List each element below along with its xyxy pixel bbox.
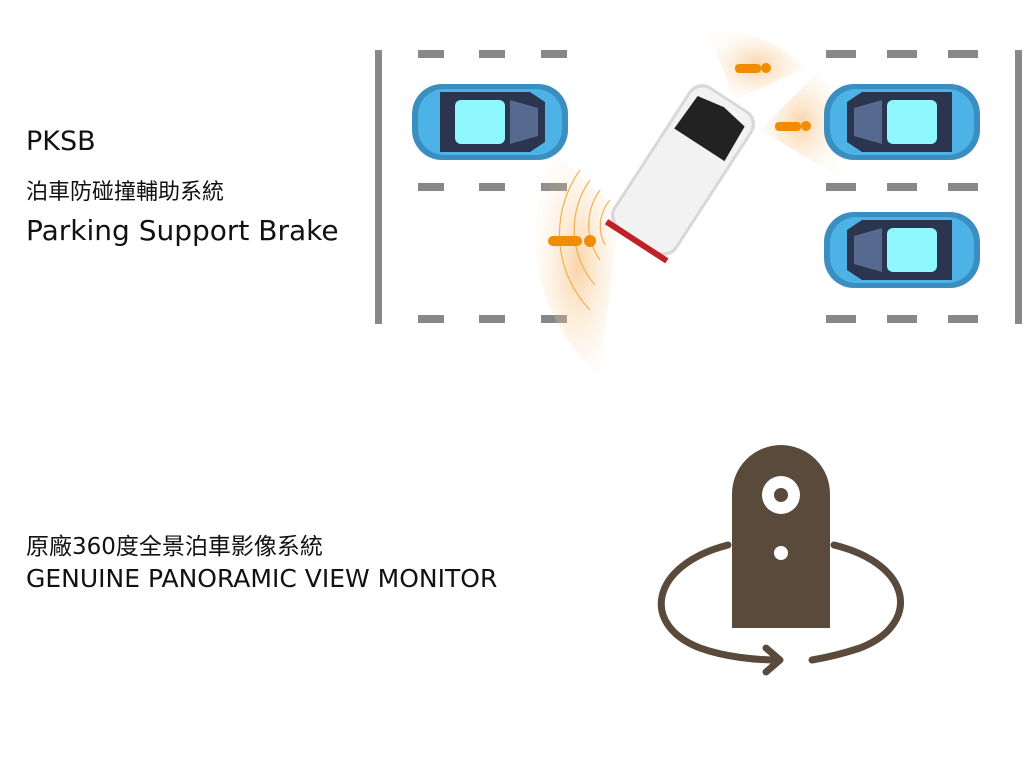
front-sensor-zone	[708, 31, 842, 175]
reversing-car	[604, 84, 756, 264]
pksb-name-english: Parking Support Brake	[26, 214, 339, 247]
obstacle-marker	[735, 64, 761, 73]
pvm-name-english: GENUINE PANORAMIC VIEW MONITOR	[26, 564, 498, 593]
pksb-abbreviation: PKSB	[26, 126, 96, 157]
camera-body-icon	[732, 445, 830, 628]
pksb-name-chinese: 泊車防碰撞輔助系統	[26, 180, 225, 205]
obstacle-marker	[548, 236, 582, 246]
obstacle-marker	[775, 122, 801, 131]
rotation-arrow-icon	[657, 541, 904, 676]
rear-sensor-zone	[535, 155, 620, 375]
pvm-name-chinese: 原廠360度全景泊車影像系統	[26, 534, 323, 560]
